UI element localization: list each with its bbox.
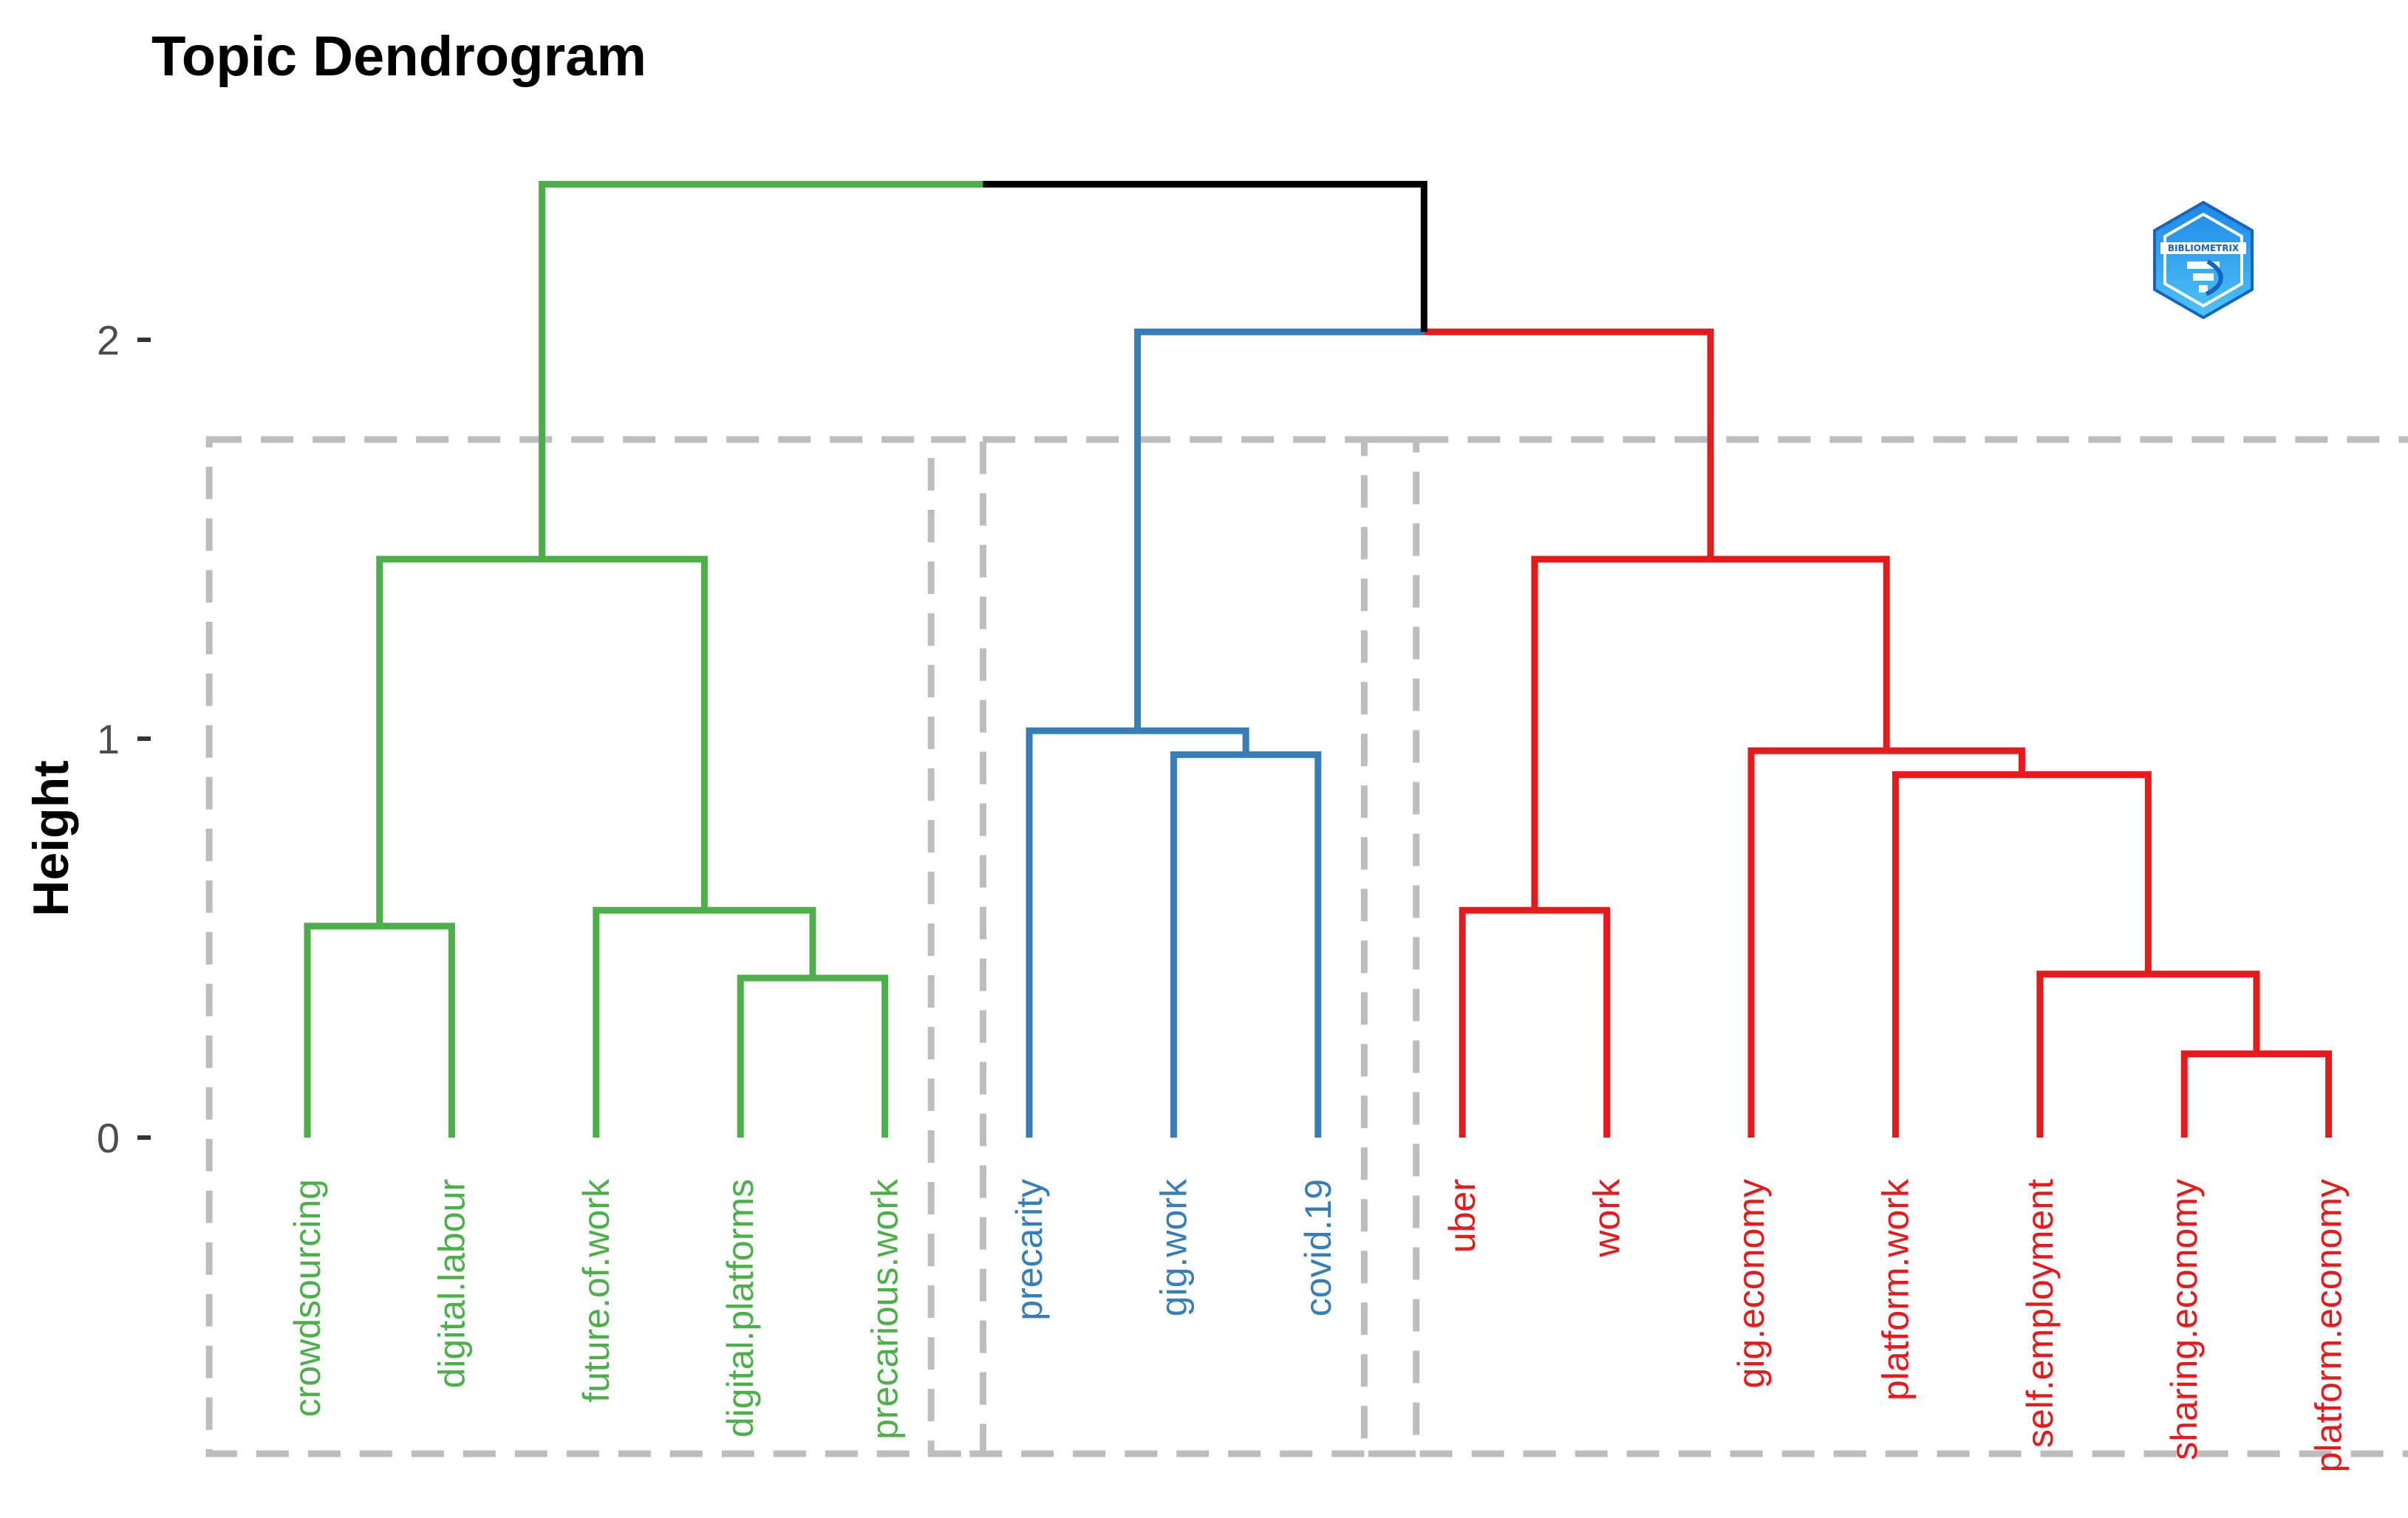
dendrogram-branches (304, 180, 2333, 1138)
leaf-label: covid.19 (1297, 1179, 1339, 1316)
dendrogram-branch (1170, 751, 1246, 1138)
leaf-label: precarity (1009, 1179, 1050, 1321)
dendrogram-branch (2022, 771, 2152, 974)
y-tick-label: 1 (97, 716, 120, 762)
dendrogram-branch (539, 180, 983, 559)
dendrogram-branch (983, 180, 1428, 332)
leaf-label: precarious.work (864, 1178, 906, 1440)
dendrogram-branch (376, 555, 542, 926)
y-axis: 0 1 2 (97, 317, 151, 1161)
leaf-label: crowdsourcing (287, 1179, 328, 1417)
dendrogram-branch (1424, 328, 1714, 559)
cluster-box (927, 436, 1420, 1457)
bibliometrix-logo-icon: BIBLIOMETRIX (2153, 200, 2254, 320)
dendrogram-branch (2036, 971, 2149, 1138)
dendrogram-branch (379, 923, 455, 1138)
leaf-label: self.employment (2019, 1179, 2061, 1448)
y-tick-label: 2 (97, 317, 120, 363)
dendrogram-branch (704, 906, 816, 978)
dendrogram-branch (812, 974, 889, 1138)
y-tick-label: 0 (97, 1115, 120, 1161)
cluster-box (205, 436, 986, 1457)
dendrogram-branch (593, 906, 705, 1138)
leaf-label: platform.work (1875, 1178, 1916, 1401)
dendrogram-branch (1886, 747, 2025, 775)
dendrogram-branch (2180, 1050, 2257, 1138)
dendrogram-branch (1892, 771, 2022, 1138)
dendrogram-branch (542, 555, 708, 911)
leaf-label: uber (1442, 1179, 1483, 1253)
logo-text: BIBLIOMETRIX (2168, 243, 2240, 253)
y-axis-label: Height (23, 760, 79, 917)
leaf-label: gig.work (1153, 1178, 1194, 1316)
dendrogram-branch (1711, 555, 1890, 751)
dendrogram-branch (1747, 747, 1887, 1138)
dendrogram-branch (2256, 1050, 2333, 1138)
leaf-label: platform.economy (2308, 1179, 2350, 1472)
dendrogram-branch (2148, 971, 2260, 1054)
leaf-label: gig.economy (1730, 1179, 1772, 1389)
dendrogram-branch (1026, 727, 1138, 1138)
dendrogram-branch (737, 974, 813, 1138)
leaf-label: digital.platforms (720, 1179, 761, 1437)
leaf-label: future.of.work (576, 1178, 617, 1403)
dendrogram-branch (1459, 906, 1535, 1138)
dendrogram-branch (1137, 727, 1249, 755)
cluster-boxes (205, 436, 2408, 1457)
leaf-label: digital.labour (431, 1179, 472, 1389)
dendrogram-branch (1531, 555, 1711, 911)
leaf-labels: crowdsourcing digital.labour future.of.wor… (287, 1178, 2350, 1472)
chart-title: Topic Dendrogram (151, 25, 647, 88)
leaf-label: sharing.economy (2163, 1179, 2205, 1460)
dendrogram-branch (1134, 328, 1425, 731)
dendrogram-branch (1246, 751, 1322, 1138)
leaf-label: work (1586, 1178, 1628, 1258)
dendrogram-branch (304, 923, 380, 1138)
cluster-box (1360, 436, 2408, 1457)
dendrogram-branch (1534, 906, 1611, 1138)
